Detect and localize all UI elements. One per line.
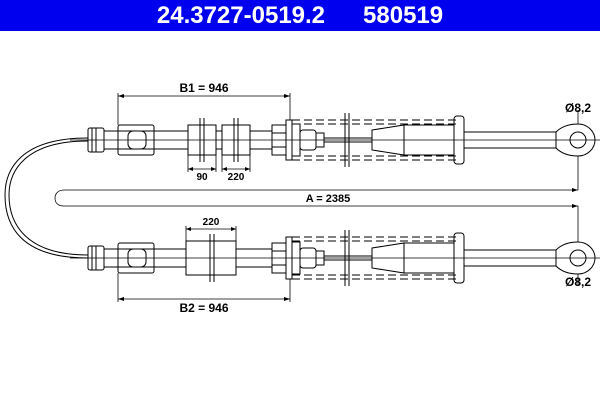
lower-eye-diameter-label: Ø8,2 [565,275,591,289]
upper-spacing-220-label: 220 [228,172,245,183]
lower-cable-assembly [70,230,600,286]
cable-loop [4,137,89,259]
upper-eye-diameter-label: Ø8,2 [565,101,591,115]
lower-spacing-220-label: 220 [203,217,220,228]
a-length-label: A = 2385 [306,193,351,205]
upper-cable-assembly [70,113,600,167]
b2-label: B2 = 946 [179,301,228,315]
b1-label: B1 = 946 [179,81,228,95]
part-number: 24.3727-0519.2 [156,2,326,29]
dimension-lines [54,93,579,302]
title-bar: 24.3727-0519.2 580519 [0,0,600,31]
upper-spacing-90-label: 90 [196,172,208,183]
reference-number: 580519 [363,2,444,29]
